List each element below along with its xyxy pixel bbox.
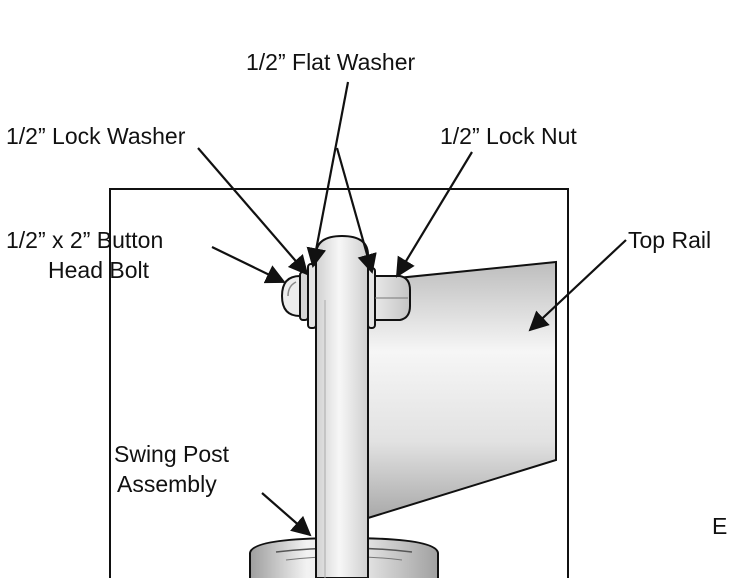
flat-washer-label: 1/2” Flat Washer — [246, 49, 416, 75]
swing-post — [315, 234, 369, 578]
lock-nut-leader — [395, 151, 473, 278]
lock-nut-label: 1/2” Lock Nut — [440, 123, 577, 149]
flat-washer-right — [367, 267, 376, 329]
button-head-bolt — [280, 274, 301, 318]
lock-nut — [374, 275, 411, 321]
lock-washer-label: 1/2” Lock Washer — [6, 123, 186, 149]
flat-washer-leader-b — [335, 147, 377, 274]
lock-washer-leader — [197, 147, 309, 276]
swing-post-label-line1: Swing Post — [114, 441, 230, 467]
flat-washer-left — [307, 263, 317, 329]
lock-washer-left — [299, 271, 309, 321]
button-bolt-label-line1: 1/2” x 2” Button — [6, 227, 164, 253]
button-bolt-leader — [211, 246, 286, 284]
top-rail-label: Top Rail — [628, 227, 712, 253]
edge-fragment-label: E — [712, 513, 728, 539]
swing-post-label-line2: Assembly — [117, 471, 217, 497]
leader-lines — [197, 81, 627, 537]
frame-box — [109, 188, 569, 578]
flat-washer-leader-a — [306, 81, 350, 268]
button-bolt-label-line2: Head Bolt — [48, 257, 150, 283]
top-rail-leader — [528, 239, 627, 332]
swing-post-leader — [261, 492, 312, 537]
